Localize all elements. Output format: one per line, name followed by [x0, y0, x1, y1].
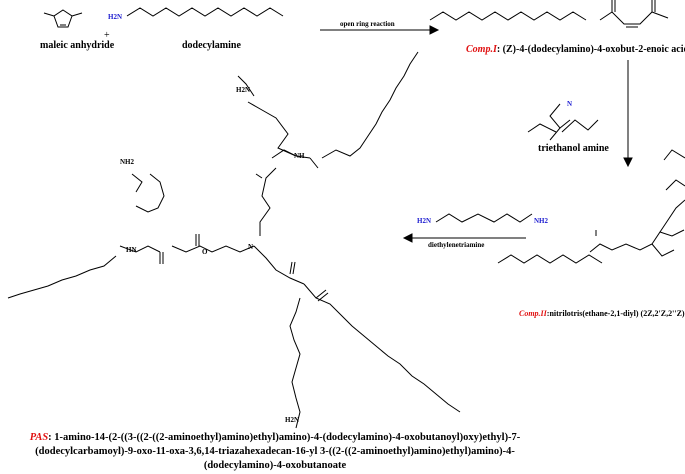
pas-caption: PAS: 1-amino-14-(2-((3-((2-((2-aminoethy…	[20, 431, 530, 473]
comp2-structure	[497, 149, 685, 264]
comp1-tag: Comp.I	[466, 44, 497, 55]
triethanolamine-n: N	[567, 100, 573, 108]
maleic-anhydride-label: maleic anhydride	[40, 40, 115, 51]
pas-name: : 1-amino-14-(2-((3-((2-((2-aminoethyl)a…	[35, 432, 521, 471]
pas-structure	[7, 51, 461, 429]
dodecylamine-label: dodecylamine	[182, 40, 241, 51]
pas-nh-top: NH	[294, 152, 305, 160]
pas-o-left: O	[202, 248, 208, 256]
comp1-chain	[429, 11, 587, 21]
pas-hn-left: HN	[126, 246, 137, 254]
triethanolamine-structure	[527, 103, 599, 141]
pas-nh2-left: NH2	[120, 158, 134, 166]
comp1-caption: Comp.I: (Z)-4-(dodecylamino)-4-oxobut-2-…	[466, 44, 685, 55]
diethylenetriamine-label: diethylenetriamine	[428, 241, 485, 249]
comp2-caption: Comp.II:nitrilotris(ethane-2,1-diyl) (2Z…	[519, 309, 685, 318]
pas-n-center: N	[248, 243, 254, 251]
comp2-name: :nitrilotris(ethane-2,1-diyl) (2Z,2'Z,2'…	[546, 309, 685, 318]
pas-tag: PAS	[29, 432, 49, 443]
comp2-tag: Comp.II	[519, 309, 547, 318]
plus-sign: +	[104, 30, 110, 41]
diethylenetriamine-h2n: H2N	[417, 217, 431, 225]
dodecylamine-chain	[126, 7, 284, 17]
pas-h2n-bottom: H2N	[285, 416, 299, 424]
maleic-anhydride-structure	[43, 9, 83, 28]
diethylenetriamine-nh2: NH2	[534, 217, 548, 225]
diethylenetriamine-structure	[435, 213, 533, 223]
comp1-name: : (Z)-4-(dodecylamino)-4-oxobut-2-enoic …	[496, 44, 685, 55]
open-ring-reaction-label: open ring reaction	[340, 20, 395, 28]
pas-h2n-top: H2N	[236, 86, 250, 94]
dodecylamine-h2n: H2N	[108, 13, 122, 21]
triethanolamine-label: triethanol amine	[538, 143, 609, 154]
